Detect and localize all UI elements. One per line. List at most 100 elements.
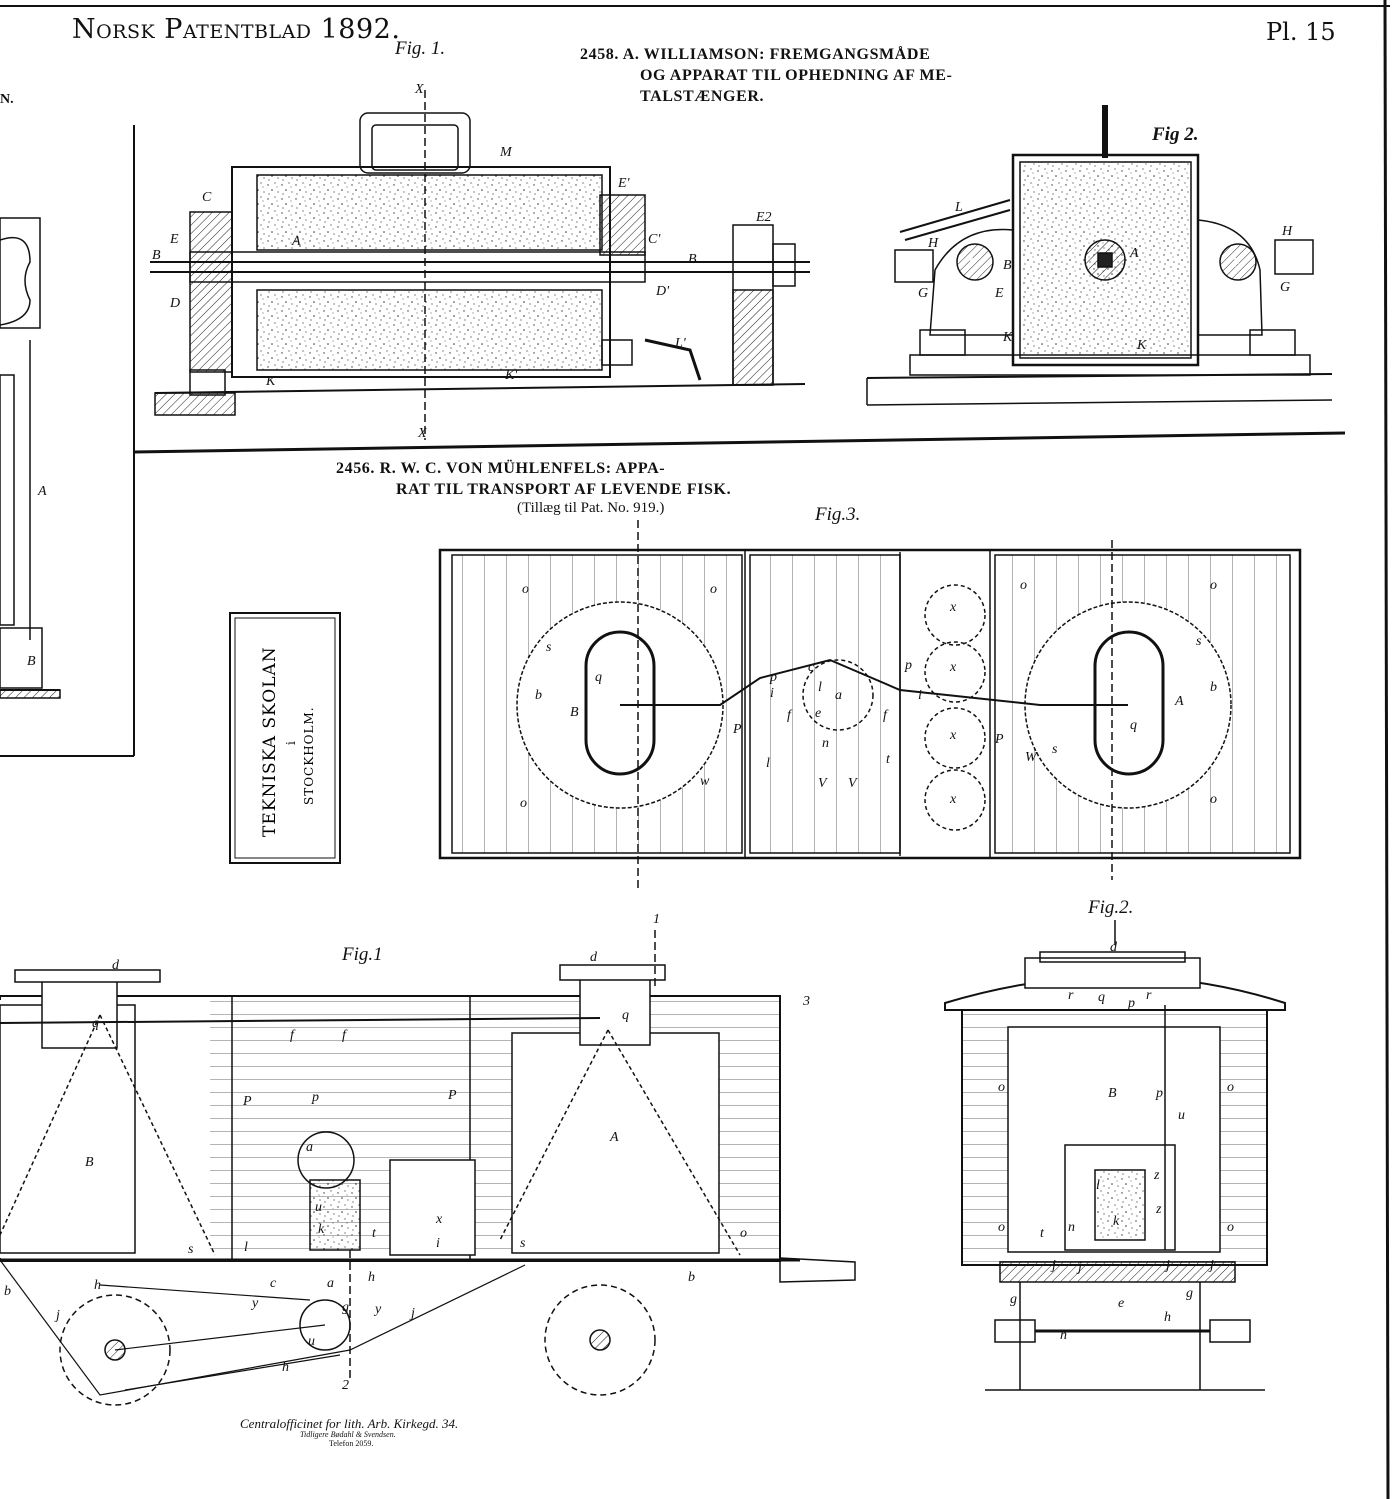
fig-label: o: [1227, 1080, 1234, 1095]
fig-label: a: [835, 688, 842, 703]
fig-label: X: [418, 426, 427, 441]
fig-label: V: [818, 776, 827, 791]
fig-label: F: [1232, 256, 1241, 271]
fragment-label: B: [27, 654, 36, 669]
printer-credit-line-1: Centralofficinet for lith. Arb. Kirkegd.…: [240, 1416, 459, 1431]
fig-label: 3: [803, 994, 810, 1009]
fig-label: z: [1156, 1202, 1162, 1217]
patent-2456-line-1: 2456. R. W. C. VON MÜHLENFELS: APPA-: [336, 460, 666, 477]
fig-label: E: [995, 286, 1004, 301]
fig-label: d: [590, 950, 597, 965]
muhlenfels-fig3-title: Fig.3.: [815, 504, 861, 525]
fig-label: 2: [342, 1378, 349, 1393]
fig-label: u: [1178, 1108, 1185, 1123]
fig-label: o: [1020, 578, 1027, 593]
fig-label: A: [610, 1130, 619, 1145]
fig-label: A: [1175, 694, 1184, 709]
fig-label: x: [950, 728, 957, 743]
muhlenfels-fig1-title: Fig.1: [342, 944, 383, 965]
journal-title: Norsk Patentblad 1892.: [72, 14, 401, 45]
williamson-fig2-drawing: [866, 105, 1333, 406]
fig-label: t: [1040, 1226, 1044, 1241]
fig-label: g: [1010, 1292, 1017, 1307]
fig-label: l: [818, 680, 822, 695]
muhlenfels-fig3-drawing: [438, 520, 1302, 890]
fig-label: j: [1052, 1258, 1056, 1273]
fig-label: d: [112, 958, 119, 973]
fig-label: B: [1003, 258, 1012, 273]
fig-label: A: [1130, 246, 1139, 261]
fig-label: h: [94, 1278, 101, 1293]
fig-label: t: [886, 752, 890, 767]
fig-label: i: [770, 686, 774, 701]
fig-label: H: [1282, 224, 1293, 239]
fig-label: M: [500, 145, 512, 160]
fig-label: n: [822, 736, 829, 751]
fig-label: L: [955, 200, 963, 215]
fig-label: s: [188, 1242, 194, 1257]
fig-label: j: [1166, 1258, 1170, 1273]
fig-label: n: [1068, 1220, 1075, 1235]
fig-label: o: [998, 1220, 1005, 1235]
fig-label: G: [1280, 280, 1291, 295]
fig-label: w: [700, 774, 710, 789]
williamson-fig2-title: Fig 2.: [1152, 124, 1199, 145]
fig-label: o: [740, 1226, 747, 1241]
patent-2458-line-3: TALSTÆNGER.: [640, 88, 765, 105]
fig-label: W: [1025, 750, 1037, 765]
fig-label: x: [950, 792, 957, 807]
fig-label: x: [436, 1212, 443, 1227]
fig-label: o: [1227, 1220, 1234, 1235]
fig-label: x: [950, 660, 957, 675]
fig-label: h: [1060, 1328, 1067, 1343]
fragment-label: A: [38, 484, 47, 499]
fig-label: p: [1156, 1086, 1163, 1101]
fig-label: o: [998, 1080, 1005, 1095]
fig-label: e: [1118, 1296, 1125, 1311]
fig-label: j: [411, 1306, 415, 1321]
fig-label: V: [848, 776, 857, 791]
fig-label: x: [950, 600, 957, 615]
fig-label: B: [1108, 1086, 1117, 1101]
fig-label: f: [883, 708, 887, 723]
fig-label: i: [436, 1236, 440, 1251]
fig-label: h: [368, 1270, 375, 1285]
fig-label: p: [770, 670, 777, 685]
fig-label: y: [252, 1296, 259, 1311]
fig-label: F: [968, 256, 977, 271]
fig-label: o: [1210, 578, 1217, 593]
fig-label: p: [905, 658, 912, 673]
fig-label: a: [306, 1140, 313, 1155]
fig-label: B: [570, 705, 579, 720]
stamp-frame: [229, 612, 341, 864]
fig-label: P: [733, 722, 742, 737]
muhlenfels-fig2-title: Fig.2.: [1088, 897, 1134, 918]
fig-label: p: [1128, 996, 1135, 1011]
patent-2458-line-2: OG APPARAT TIL OPHEDNING AF ME-: [640, 67, 953, 84]
fig-label: 1: [653, 912, 660, 927]
patent-2456-line-2: RAT TIL TRANSPORT AF LEVENDE FISK.: [396, 481, 732, 498]
fig-label: E': [618, 176, 630, 191]
fig-label: k: [318, 1222, 325, 1237]
fig-label: j: [1210, 1258, 1214, 1273]
fig-label: P: [995, 732, 1004, 747]
fig-label: o: [522, 582, 529, 597]
fig-label: y: [375, 1302, 382, 1317]
fig-label: B: [152, 248, 161, 263]
williamson-fig1-title: Fig. 1.: [395, 38, 446, 59]
fig-label: B: [688, 252, 697, 267]
fig-label: k: [1113, 1214, 1120, 1229]
fig-label: j: [56, 1308, 60, 1323]
fig-label: K: [266, 374, 276, 389]
stamp-line-1: TEKNISKA SKOLAN: [260, 646, 280, 837]
fig-label: b: [535, 688, 542, 703]
fig-label: f: [342, 1028, 346, 1043]
fragment-label: N.: [0, 92, 14, 107]
fig-label: l: [766, 756, 770, 771]
fig-label: o: [710, 582, 717, 597]
fig-label: u: [308, 1334, 315, 1349]
fig-label: E2: [756, 210, 772, 225]
